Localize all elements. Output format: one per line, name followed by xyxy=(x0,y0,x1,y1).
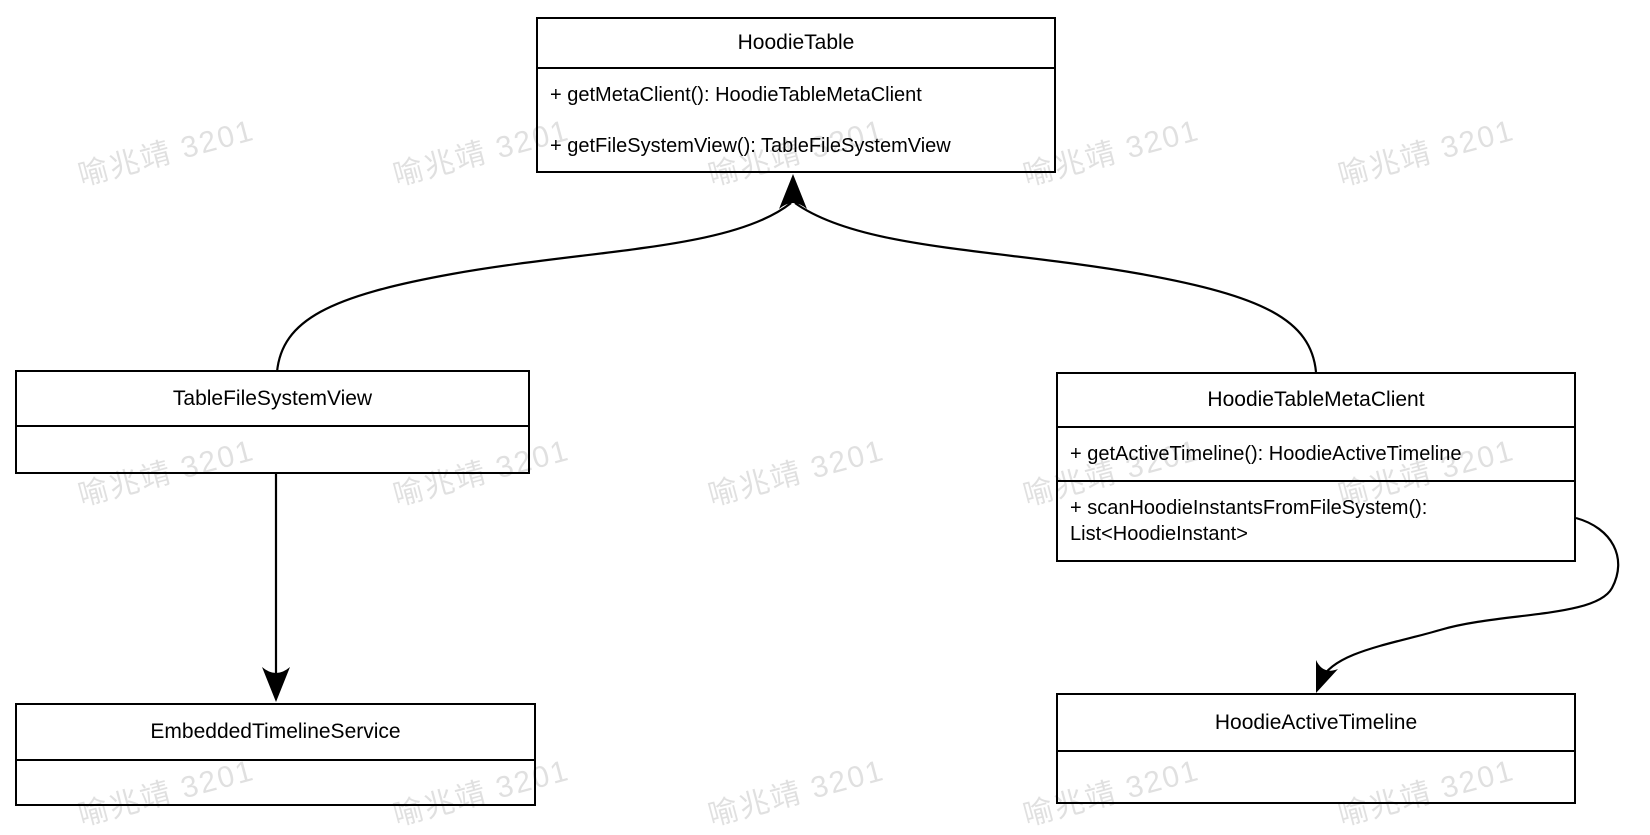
arrowhead-down-hoodieactivetimeline xyxy=(1316,660,1338,693)
class-box-tablefilesystemview: TableFileSystemView xyxy=(15,370,530,474)
class-box-embeddedtimelineservice: EmbeddedTimelineService xyxy=(15,703,536,806)
method-getfilesystemview: + getFileSystemView(): TableFileSystemVi… xyxy=(550,134,951,157)
class-title-hoodietable: HoodieTable xyxy=(737,31,855,54)
class-body-empty-tablefilesystemview xyxy=(17,425,528,472)
arrowhead-up-hoodietable xyxy=(779,174,807,209)
class-body-empty-embeddedtimelineservice xyxy=(17,759,534,804)
method-getmetaclient: + getMetaClient(): HoodieTableMetaClient xyxy=(550,83,922,106)
class-body-empty-hoodieactivetimeline xyxy=(1058,750,1574,802)
arrow-hoodietablemetaclient-to-hoodietable xyxy=(794,202,1318,373)
method-getactivetimeline: + getActiveTimeline(): HoodieActiveTimel… xyxy=(1070,443,1462,465)
arrowhead-down-embeddedtimelineservice xyxy=(262,667,290,702)
arrow-tablefilesystemview-to-hoodietable xyxy=(275,202,792,373)
arrow-hoodietablemetaclient-to-hoodieactivetimeline xyxy=(1320,516,1620,681)
class-methods-hoodietable: + getMetaClient(): HoodieTableMetaClient… xyxy=(538,67,1054,171)
class-title-hoodieactivetimeline: HoodieActiveTimeline xyxy=(1214,710,1418,734)
class-title-tablefilesystemview: TableFileSystemView xyxy=(172,386,373,410)
class-box-hoodieactivetimeline: HoodieActiveTimeline xyxy=(1056,693,1576,804)
class-box-hoodietable: HoodieTable + getMetaClient(): HoodieTab… xyxy=(536,17,1056,173)
uml-diagram-canvas: HoodieTable + getMetaClient(): HoodieTab… xyxy=(15,17,1620,833)
method-scanhoodieinstantsfromfilesystem: + scanHoodieInstantsFromFileSystem(): Li… xyxy=(1070,497,1428,545)
class-box-hoodietablemetaclient: HoodieTableMetaClient + getActiveTimelin… xyxy=(1056,372,1576,562)
class-method-compartment-getactivetimeline: + getActiveTimeline(): HoodieActiveTimel… xyxy=(1058,426,1574,480)
class-method-compartment-scanhoodieinstants: + scanHoodieInstantsFromFileSystem(): Li… xyxy=(1058,480,1574,560)
relation-arrows xyxy=(262,174,1620,702)
class-title-embeddedtimelineservice: EmbeddedTimelineService xyxy=(150,720,401,743)
class-title-hoodietablemetaclient: HoodieTableMetaClient xyxy=(1207,388,1425,411)
